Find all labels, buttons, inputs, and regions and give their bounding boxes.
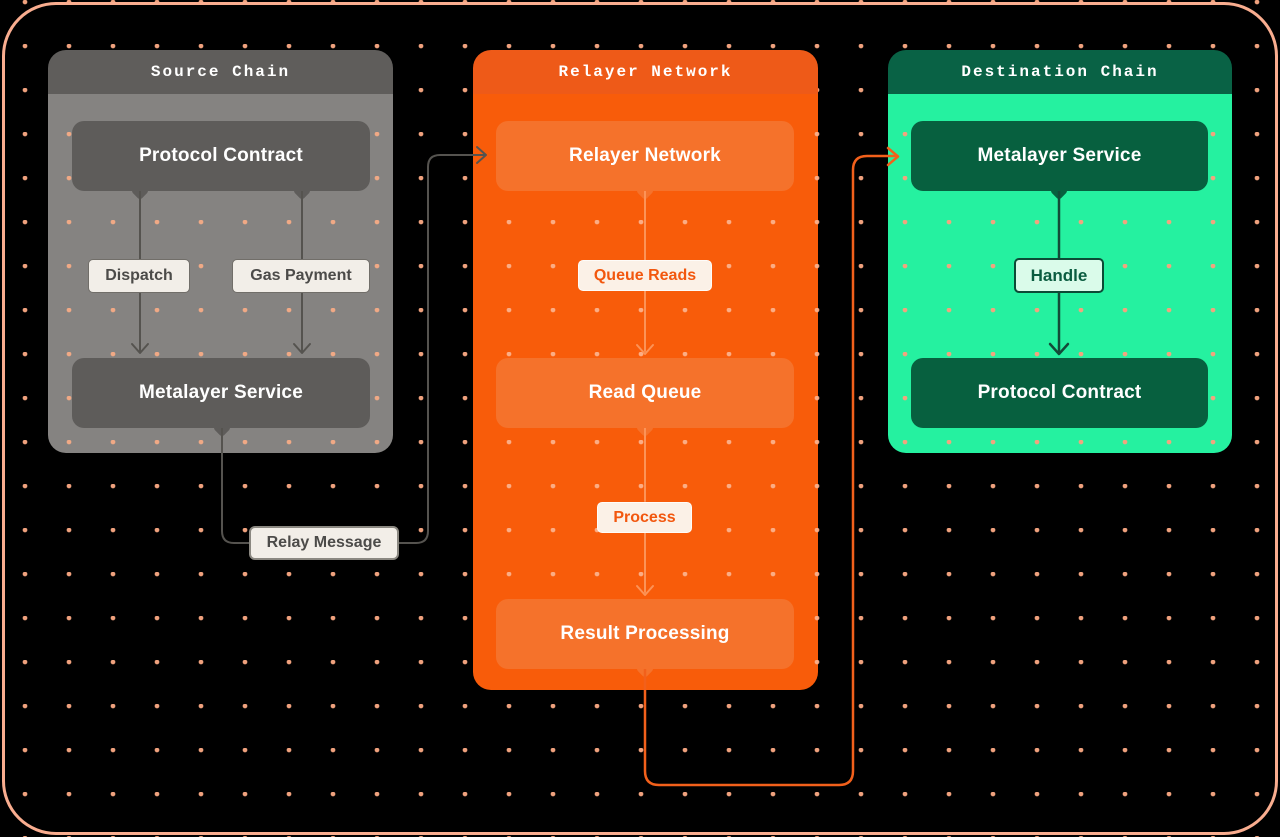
edge-label-handle: Handle xyxy=(1014,258,1104,293)
panel-relayer-network-title: Relayer Network xyxy=(473,50,818,94)
node-read-queue: Read Queue xyxy=(496,358,794,428)
edge-label-queue-reads: Queue Reads xyxy=(578,260,712,291)
node-relayer-network: Relayer Network xyxy=(496,121,794,191)
edge-label-relay-message: Relay Message xyxy=(249,526,399,560)
node-source-metalayer-service: Metalayer Service xyxy=(72,358,370,428)
node-result-processing: Result Processing xyxy=(496,599,794,669)
panel-destination-chain-title: Destination Chain xyxy=(888,50,1232,94)
edge-label-process: Process xyxy=(597,502,692,533)
edge-label-dispatch: Dispatch xyxy=(88,259,190,293)
node-destination-protocol-contract: Protocol Contract xyxy=(911,358,1208,428)
panel-source-chain-title: Source Chain xyxy=(48,50,393,94)
edge-label-gas-payment: Gas Payment xyxy=(232,259,370,293)
node-source-protocol-contract: Protocol Contract xyxy=(72,121,370,191)
node-destination-metalayer-service: Metalayer Service xyxy=(911,121,1208,191)
